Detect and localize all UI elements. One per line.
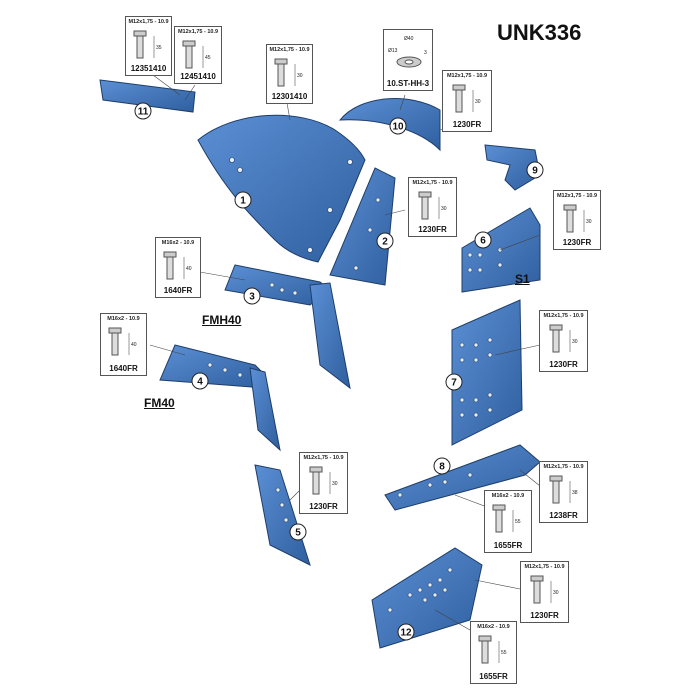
svg-text:11: 11	[138, 107, 149, 118]
svg-text:30: 30	[332, 481, 338, 487]
svg-text:55: 55	[501, 650, 507, 656]
svg-text:30: 30	[572, 339, 578, 345]
part-9	[484, 144, 541, 191]
callout-10: 10	[389, 117, 407, 135]
callout-11: 11	[134, 102, 152, 120]
callout-3: 3	[243, 287, 261, 305]
bolt-box-1230FR-7: M12x1,75 - 10.9 30 1230FR	[539, 310, 588, 372]
callout-4: 4	[191, 372, 209, 390]
svg-text:30: 30	[586, 219, 592, 225]
part-2	[329, 167, 396, 286]
svg-text:12: 12	[400, 628, 412, 639]
bolt-box-1230FR-2: M12x1,75 - 10.9 30 1230FR	[408, 177, 457, 237]
callout-2: 2	[376, 232, 394, 250]
svg-text:Ø13: Ø13	[388, 48, 398, 54]
bolt-box-1230FR-5: M12x1,75 - 10.9 30 1230FR	[299, 452, 348, 514]
bolt-box-1655FR-8: M16x2 - 10.9 55 1655FR	[484, 490, 532, 553]
part-1	[197, 114, 366, 263]
svg-text:Ø40: Ø40	[404, 36, 414, 42]
diagram-title: UNK336	[497, 20, 582, 45]
bolt-box-12301410: M12x1,75 - 10.9 30 12301410	[266, 44, 313, 104]
group-label-fmh40: FMH40	[202, 313, 242, 327]
bolt-box-1238FR: M12x1,75 - 10.9 38 1238FR	[539, 461, 588, 523]
svg-text:40: 40	[186, 266, 192, 272]
svg-text:9: 9	[532, 166, 538, 177]
group-label-s1: S1	[515, 272, 530, 286]
bolt-box-1230FR-12: M12x1,75 - 10.9 30 1230FR	[520, 561, 569, 623]
callouts: 11 1 10 9 2 6 3 7 4 8 5 12	[134, 102, 544, 641]
svg-text:4: 4	[197, 377, 203, 388]
svg-text:30: 30	[475, 99, 481, 105]
callout-6: 6	[474, 231, 492, 249]
svg-text:5: 5	[295, 528, 301, 539]
svg-text:3: 3	[249, 292, 255, 303]
svg-text:2: 2	[382, 237, 388, 248]
svg-text:1: 1	[240, 196, 246, 207]
part-7	[451, 299, 523, 446]
bolt-box-1640FR-4: M16x2 - 10.9 40 1640FR	[100, 313, 147, 376]
svg-text:38: 38	[572, 490, 578, 496]
bolt-box-1640FR-3: M16x2 - 10.9 40 1640FR	[155, 237, 201, 298]
svg-text:55: 55	[515, 519, 521, 525]
part-4-shin	[249, 367, 281, 452]
svg-text:45: 45	[205, 55, 211, 61]
bolt-box-12351410: M12x1,75 - 10.9 35 12351410	[125, 16, 172, 76]
bolt-box-1655FR-12: M16x2 - 10.9 55 1655FR	[470, 621, 517, 684]
part-4	[159, 344, 266, 389]
bolt-box-1230FR-6: M12x1,75 - 10.9 30 1230FR	[553, 190, 601, 250]
bolt-holes	[207, 157, 503, 613]
svg-text:3: 3	[424, 50, 427, 56]
svg-text:7: 7	[451, 378, 457, 389]
part-11	[99, 79, 196, 113]
svg-text:30: 30	[297, 73, 303, 79]
part-12	[371, 547, 483, 649]
svg-text:40: 40	[131, 342, 137, 348]
svg-text:35: 35	[156, 45, 162, 51]
callout-12: 12	[397, 623, 415, 641]
callout-1: 1	[234, 191, 252, 209]
callout-5: 5	[289, 523, 307, 541]
callout-8: 8	[433, 457, 451, 475]
part-3-shin	[309, 282, 351, 390]
svg-text:30: 30	[441, 206, 447, 212]
svg-text:30: 30	[553, 590, 559, 596]
callout-7: 7	[445, 373, 463, 391]
svg-text:10: 10	[392, 122, 404, 133]
svg-text:6: 6	[480, 236, 486, 247]
svg-text:8: 8	[439, 462, 445, 473]
bolt-box-1230FR-10: M12x1,75 - 10.9 30 1230FR	[442, 70, 492, 132]
bolt-box-12451410: M12x1,75 - 10.9 45 12451410	[174, 26, 222, 84]
group-label-fm40: FM40	[144, 396, 175, 410]
part-8	[384, 444, 541, 511]
callout-9: 9	[526, 161, 544, 179]
